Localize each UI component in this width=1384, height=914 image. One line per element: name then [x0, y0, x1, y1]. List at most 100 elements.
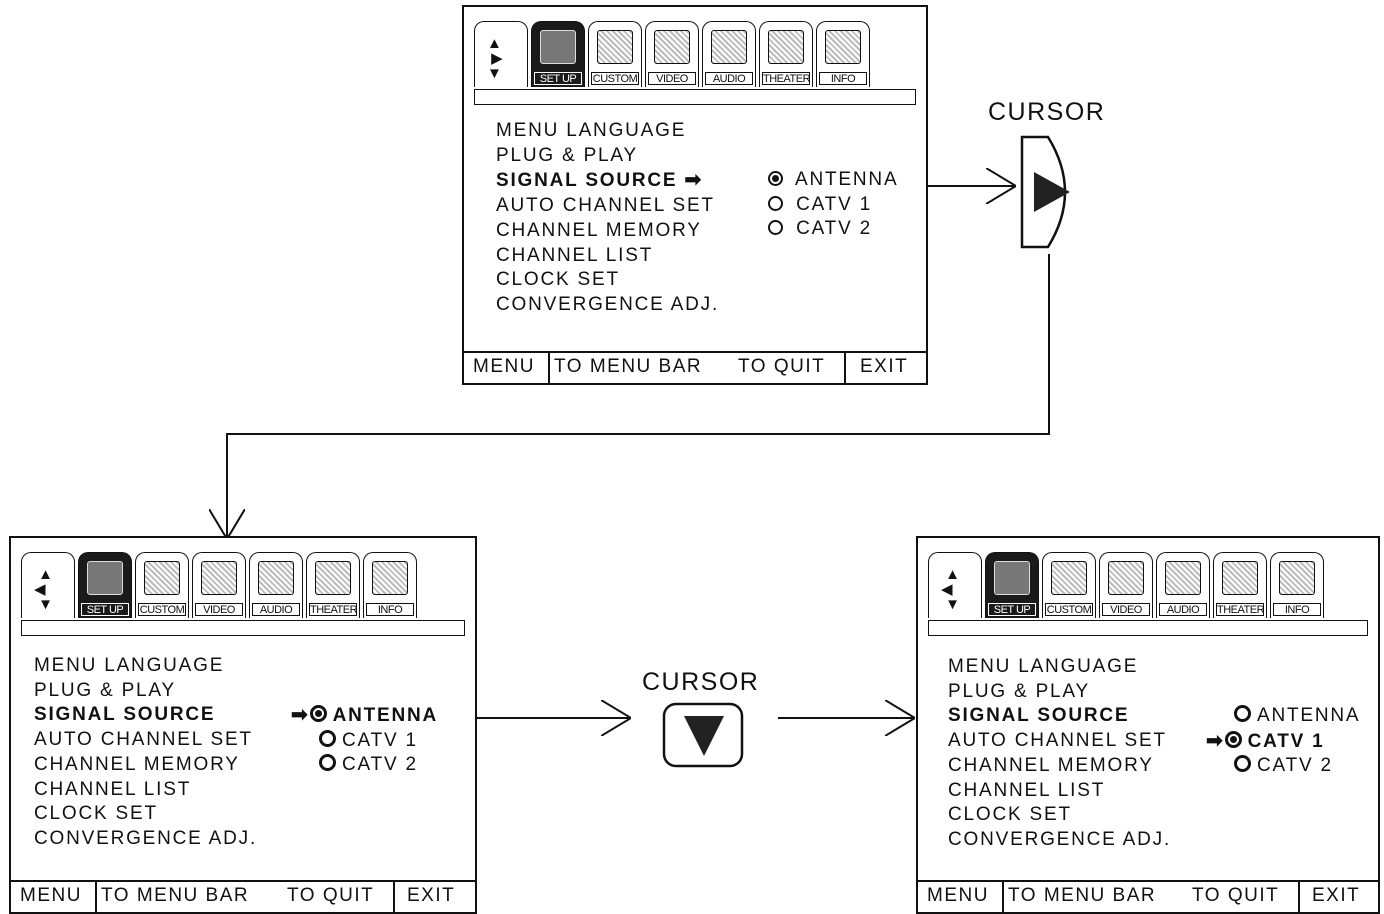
keyboard-icon	[1165, 561, 1201, 595]
menu-item-auto-channel[interactable]: AUTO CHANNEL SET	[948, 730, 1167, 752]
tab-custom[interactable]: CUSTOM	[135, 552, 189, 618]
menu-item-plug-play[interactable]: PLUG & PLAY	[948, 680, 1090, 702]
triangle-right-icon	[1034, 172, 1070, 212]
radio-empty-icon	[319, 754, 336, 772]
menu-item-convergence[interactable]: CONVERGENCE ADJ.	[496, 293, 720, 315]
menu-item-clock-set[interactable]: CLOCK SET	[34, 803, 158, 825]
tab-nav[interactable]: ▲ ▶▼	[474, 21, 528, 87]
cursor-down-button	[662, 702, 744, 768]
menu-screen-3: ▲◀ ▼ SET UP CUSTOM VIDEO AUDIO THEATER I…	[916, 536, 1380, 914]
tab-audio[interactable]: AUDIO	[1156, 552, 1210, 618]
palette-icon	[1051, 561, 1087, 595]
menu-item-channel-list[interactable]: CHANNEL LIST	[34, 778, 192, 800]
option-catv2[interactable]: CATV 2	[1206, 754, 1360, 779]
radio-empty-icon	[1234, 755, 1251, 773]
signal-options: ANTENNA CATV 1 CATV 2	[768, 168, 898, 242]
signal-options: ANTENNA ➡CATV 1 CATV 2	[1206, 704, 1360, 779]
tab-setup-label: SET UP	[81, 603, 129, 616]
menu-item-language[interactable]: MENU LANGUAGE	[496, 120, 687, 141]
option-catv2[interactable]: CATV 2	[768, 217, 898, 242]
menu-item-channel-list[interactable]: CHANNEL LIST	[948, 779, 1106, 801]
radio-selected-icon	[768, 171, 783, 186]
tab-info[interactable]: INFO	[363, 552, 417, 618]
tab-bar-underline	[21, 620, 465, 636]
menu-item-convergence[interactable]: CONVERGENCE ADJ.	[948, 828, 1172, 850]
menu-item-convergence[interactable]: CONVERGENCE ADJ.	[34, 827, 258, 849]
menu-tab-bar: ▲ ▶▼ SET UP CUSTOM VIDEO AUDIO THEATER I…	[474, 21, 873, 89]
tab-custom[interactable]: CUSTOM	[1042, 552, 1096, 618]
tab-theater-label: THEATER	[309, 603, 358, 616]
document-icon	[372, 561, 408, 595]
palette-icon	[144, 561, 180, 595]
option-antenna-label: ANTENNA	[795, 169, 899, 190]
menu-item-auto-channel[interactable]: AUTO CHANNEL SET	[496, 195, 715, 217]
video-icon	[201, 561, 237, 595]
menu-item-channel-memory[interactable]: CHANNEL MEMORY	[34, 753, 240, 775]
menu-item-plug-play[interactable]: PLUG & PLAY	[34, 679, 176, 701]
menu-item-clock-set[interactable]: CLOCK SET	[496, 269, 620, 291]
tab-info[interactable]: INFO	[1270, 552, 1324, 618]
tab-theater[interactable]: THEATER	[759, 21, 813, 87]
menu-item-list: MENU LANGUAGE PLUG & PLAY SIGNAL SOURCE …	[34, 654, 257, 852]
footer-menu: MENU	[20, 885, 82, 906]
pointer-arrow-icon: ➡	[291, 704, 310, 726]
tab-video-label: VIDEO	[195, 603, 243, 616]
tab-bar-underline	[928, 620, 1368, 636]
menu-item-channel-list[interactable]: CHANNEL LIST	[496, 244, 654, 266]
menu-item-list: MENU LANGUAGE PLUG & PLAY SIGNAL SOURCE …	[948, 655, 1171, 853]
tab-audio[interactable]: AUDIO	[249, 552, 303, 618]
palette-icon	[597, 30, 633, 64]
option-catv1[interactable]: CATV 1	[291, 729, 438, 754]
tab-nav[interactable]: ▲◀ ▼	[21, 552, 75, 618]
footer-to-menu-bar: TO MENU BAR	[1008, 885, 1157, 906]
tab-nav[interactable]: ▲◀ ▼	[928, 552, 982, 618]
menu-item-language[interactable]: MENU LANGUAGE	[34, 655, 225, 676]
menu-item-clock-set[interactable]: CLOCK SET	[948, 804, 1072, 826]
menu-footer: MENU TO MENU BAR TO QUIT EXIT	[11, 880, 475, 912]
tab-video[interactable]: VIDEO	[1099, 552, 1153, 618]
menu-item-signal-source[interactable]: SIGNAL SOURCE	[948, 705, 1130, 727]
footer-menu: MENU	[473, 356, 535, 377]
option-catv1-label: CATV 1	[796, 193, 873, 215]
tab-custom-label: CUSTOM	[138, 603, 186, 616]
tab-setup[interactable]: SET UP	[78, 552, 132, 618]
footer-to-quit: TO QUIT	[738, 356, 826, 377]
menu-item-plug-play[interactable]: PLUG & PLAY	[496, 144, 638, 166]
tab-video[interactable]: VIDEO	[645, 21, 699, 87]
tab-setup[interactable]: SET UP	[985, 552, 1039, 618]
radio-empty-icon	[1234, 705, 1251, 722]
menu-item-signal-source[interactable]: SIGNAL SOURCE ➡	[496, 168, 719, 194]
radio-selected-icon	[309, 705, 327, 722]
menu-item-channel-memory[interactable]: CHANNEL MEMORY	[948, 754, 1154, 776]
tab-theater[interactable]: THEATER	[306, 552, 360, 618]
option-catv2[interactable]: CATV 2	[291, 753, 438, 778]
tab-theater[interactable]: THEATER	[1213, 552, 1267, 618]
tab-video[interactable]: VIDEO	[192, 552, 246, 618]
footer-exit: EXIT	[407, 885, 456, 906]
menu-item-auto-channel[interactable]: AUTO CHANNEL SET	[34, 729, 253, 751]
footer-exit: EXIT	[1312, 885, 1361, 906]
option-antenna[interactable]: ANTENNA	[768, 168, 898, 193]
tab-theater-label: THEATER	[1216, 603, 1265, 616]
option-antenna[interactable]: ANTENNA	[1206, 704, 1360, 729]
projector-icon	[315, 561, 351, 595]
menu-item-signal-source[interactable]: SIGNAL SOURCE	[34, 704, 216, 726]
tab-audio[interactable]: AUDIO	[702, 21, 756, 87]
tab-custom-label: CUSTOM	[591, 72, 639, 85]
menu-item-language[interactable]: MENU LANGUAGE	[948, 656, 1139, 677]
tab-video-label: VIDEO	[1102, 603, 1150, 616]
projector-icon	[768, 30, 804, 64]
radio-empty-icon	[768, 220, 783, 236]
tab-setup[interactable]: SET UP	[531, 21, 585, 87]
tab-info-label: INFO	[819, 72, 867, 85]
option-catv1[interactable]: CATV 1	[768, 193, 898, 218]
tab-info[interactable]: INFO	[816, 21, 870, 87]
menu-item-channel-memory[interactable]: CHANNEL MEMORY	[496, 219, 702, 241]
option-catv1[interactable]: ➡CATV 1	[1206, 729, 1360, 755]
tab-custom[interactable]: CUSTOM	[588, 21, 642, 87]
menu-footer: MENU TO MENU BAR TO QUIT EXIT	[464, 351, 926, 383]
cursor-down-label: CURSOR	[642, 668, 760, 696]
option-antenna[interactable]: ➡ANTENNA	[291, 703, 438, 729]
triangle-down-icon	[684, 716, 724, 756]
projector-icon	[1222, 561, 1258, 595]
